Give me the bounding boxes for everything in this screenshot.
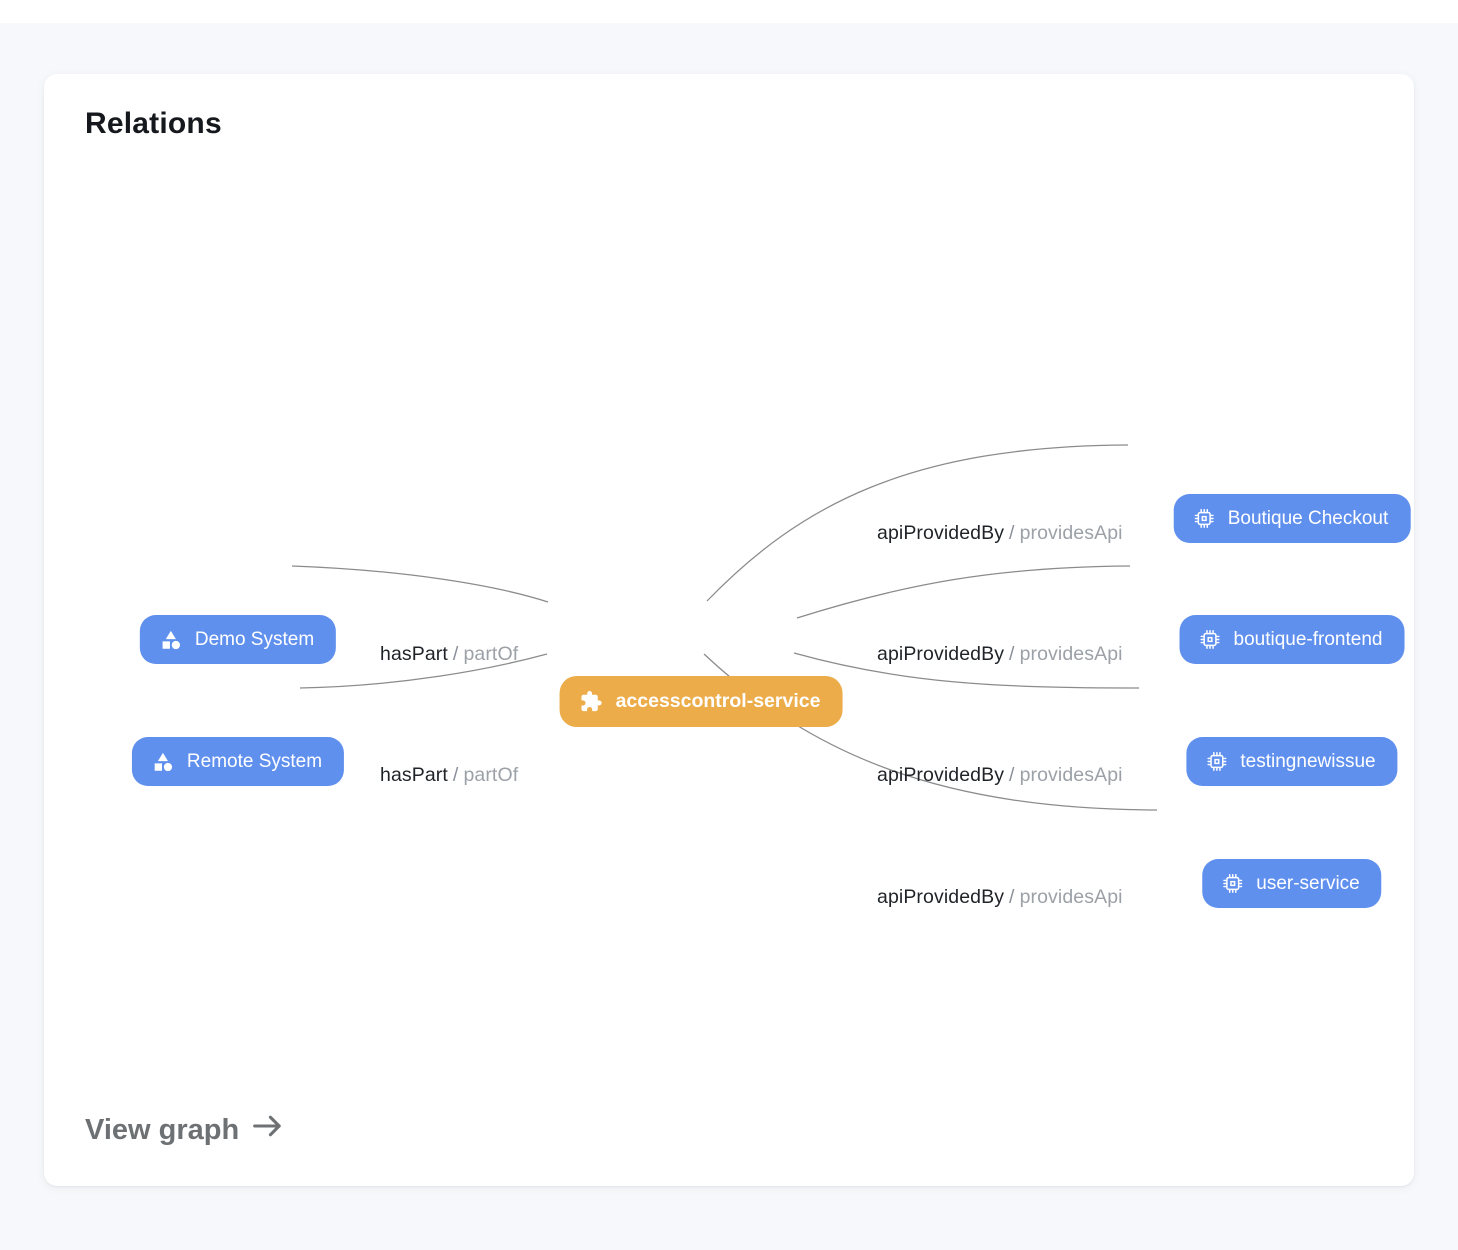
api-chip-icon: [1222, 873, 1243, 894]
system-shapes-icon: [160, 629, 182, 651]
arrow-right-icon: [251, 1112, 284, 1148]
entity-node-user-service[interactable]: user-service: [1202, 859, 1382, 908]
api-chip-icon: [1206, 751, 1227, 772]
system-shapes-icon: [152, 751, 174, 773]
entity-node-remote-system[interactable]: Remote System: [131, 737, 345, 786]
puzzle-piece-icon: [580, 690, 603, 713]
edge-line-boutique-frontend: [796, 565, 1131, 619]
edge-label-apiprovidedby-user: apiProvidedBy/providesApi: [877, 886, 1123, 908]
view-graph-link[interactable]: View graph: [85, 1112, 284, 1148]
edge-line-demo-system: [291, 565, 549, 603]
node-label: Remote System: [186, 750, 323, 772]
edge-label-apiprovidedby-frontend: apiProvidedBy/providesApi: [877, 643, 1123, 665]
node-label: Demo System: [194, 628, 315, 650]
entity-node-boutique-frontend[interactable]: boutique-frontend: [1179, 615, 1405, 664]
edge-label-haspart-demo: hasPart/partOf: [380, 643, 519, 665]
edge-label-apiprovidedby-checkout: apiProvidedBy/providesApi: [877, 522, 1123, 544]
api-chip-icon: [1194, 508, 1215, 529]
entity-node-boutique-checkout[interactable]: Boutique Checkout: [1173, 494, 1411, 543]
node-label: accesscontrol-service: [615, 690, 821, 712]
node-label: user-service: [1256, 872, 1360, 894]
entity-node-accesscontrol-service[interactable]: accesscontrol-service: [559, 676, 843, 727]
card-title: Relations: [85, 107, 222, 140]
edge-label-haspart-remote: hasPart/partOf: [380, 764, 519, 786]
api-chip-icon: [1200, 629, 1221, 650]
node-label: testingnewissue: [1240, 750, 1376, 772]
entity-node-demo-system[interactable]: Demo System: [139, 615, 337, 664]
edge-label-apiprovidedby-testing: apiProvidedBy/providesApi: [877, 764, 1123, 786]
node-label: boutique-frontend: [1233, 628, 1383, 650]
view-graph-label: View graph: [85, 1113, 240, 1146]
relations-card: Relations Demo System Remote System: [44, 74, 1414, 1186]
relations-graph: Demo System Remote System accesscontrol-…: [44, 74, 1414, 1186]
entity-node-testingnewissue[interactable]: testingnewissue: [1186, 737, 1398, 786]
node-label: Boutique Checkout: [1227, 507, 1389, 529]
